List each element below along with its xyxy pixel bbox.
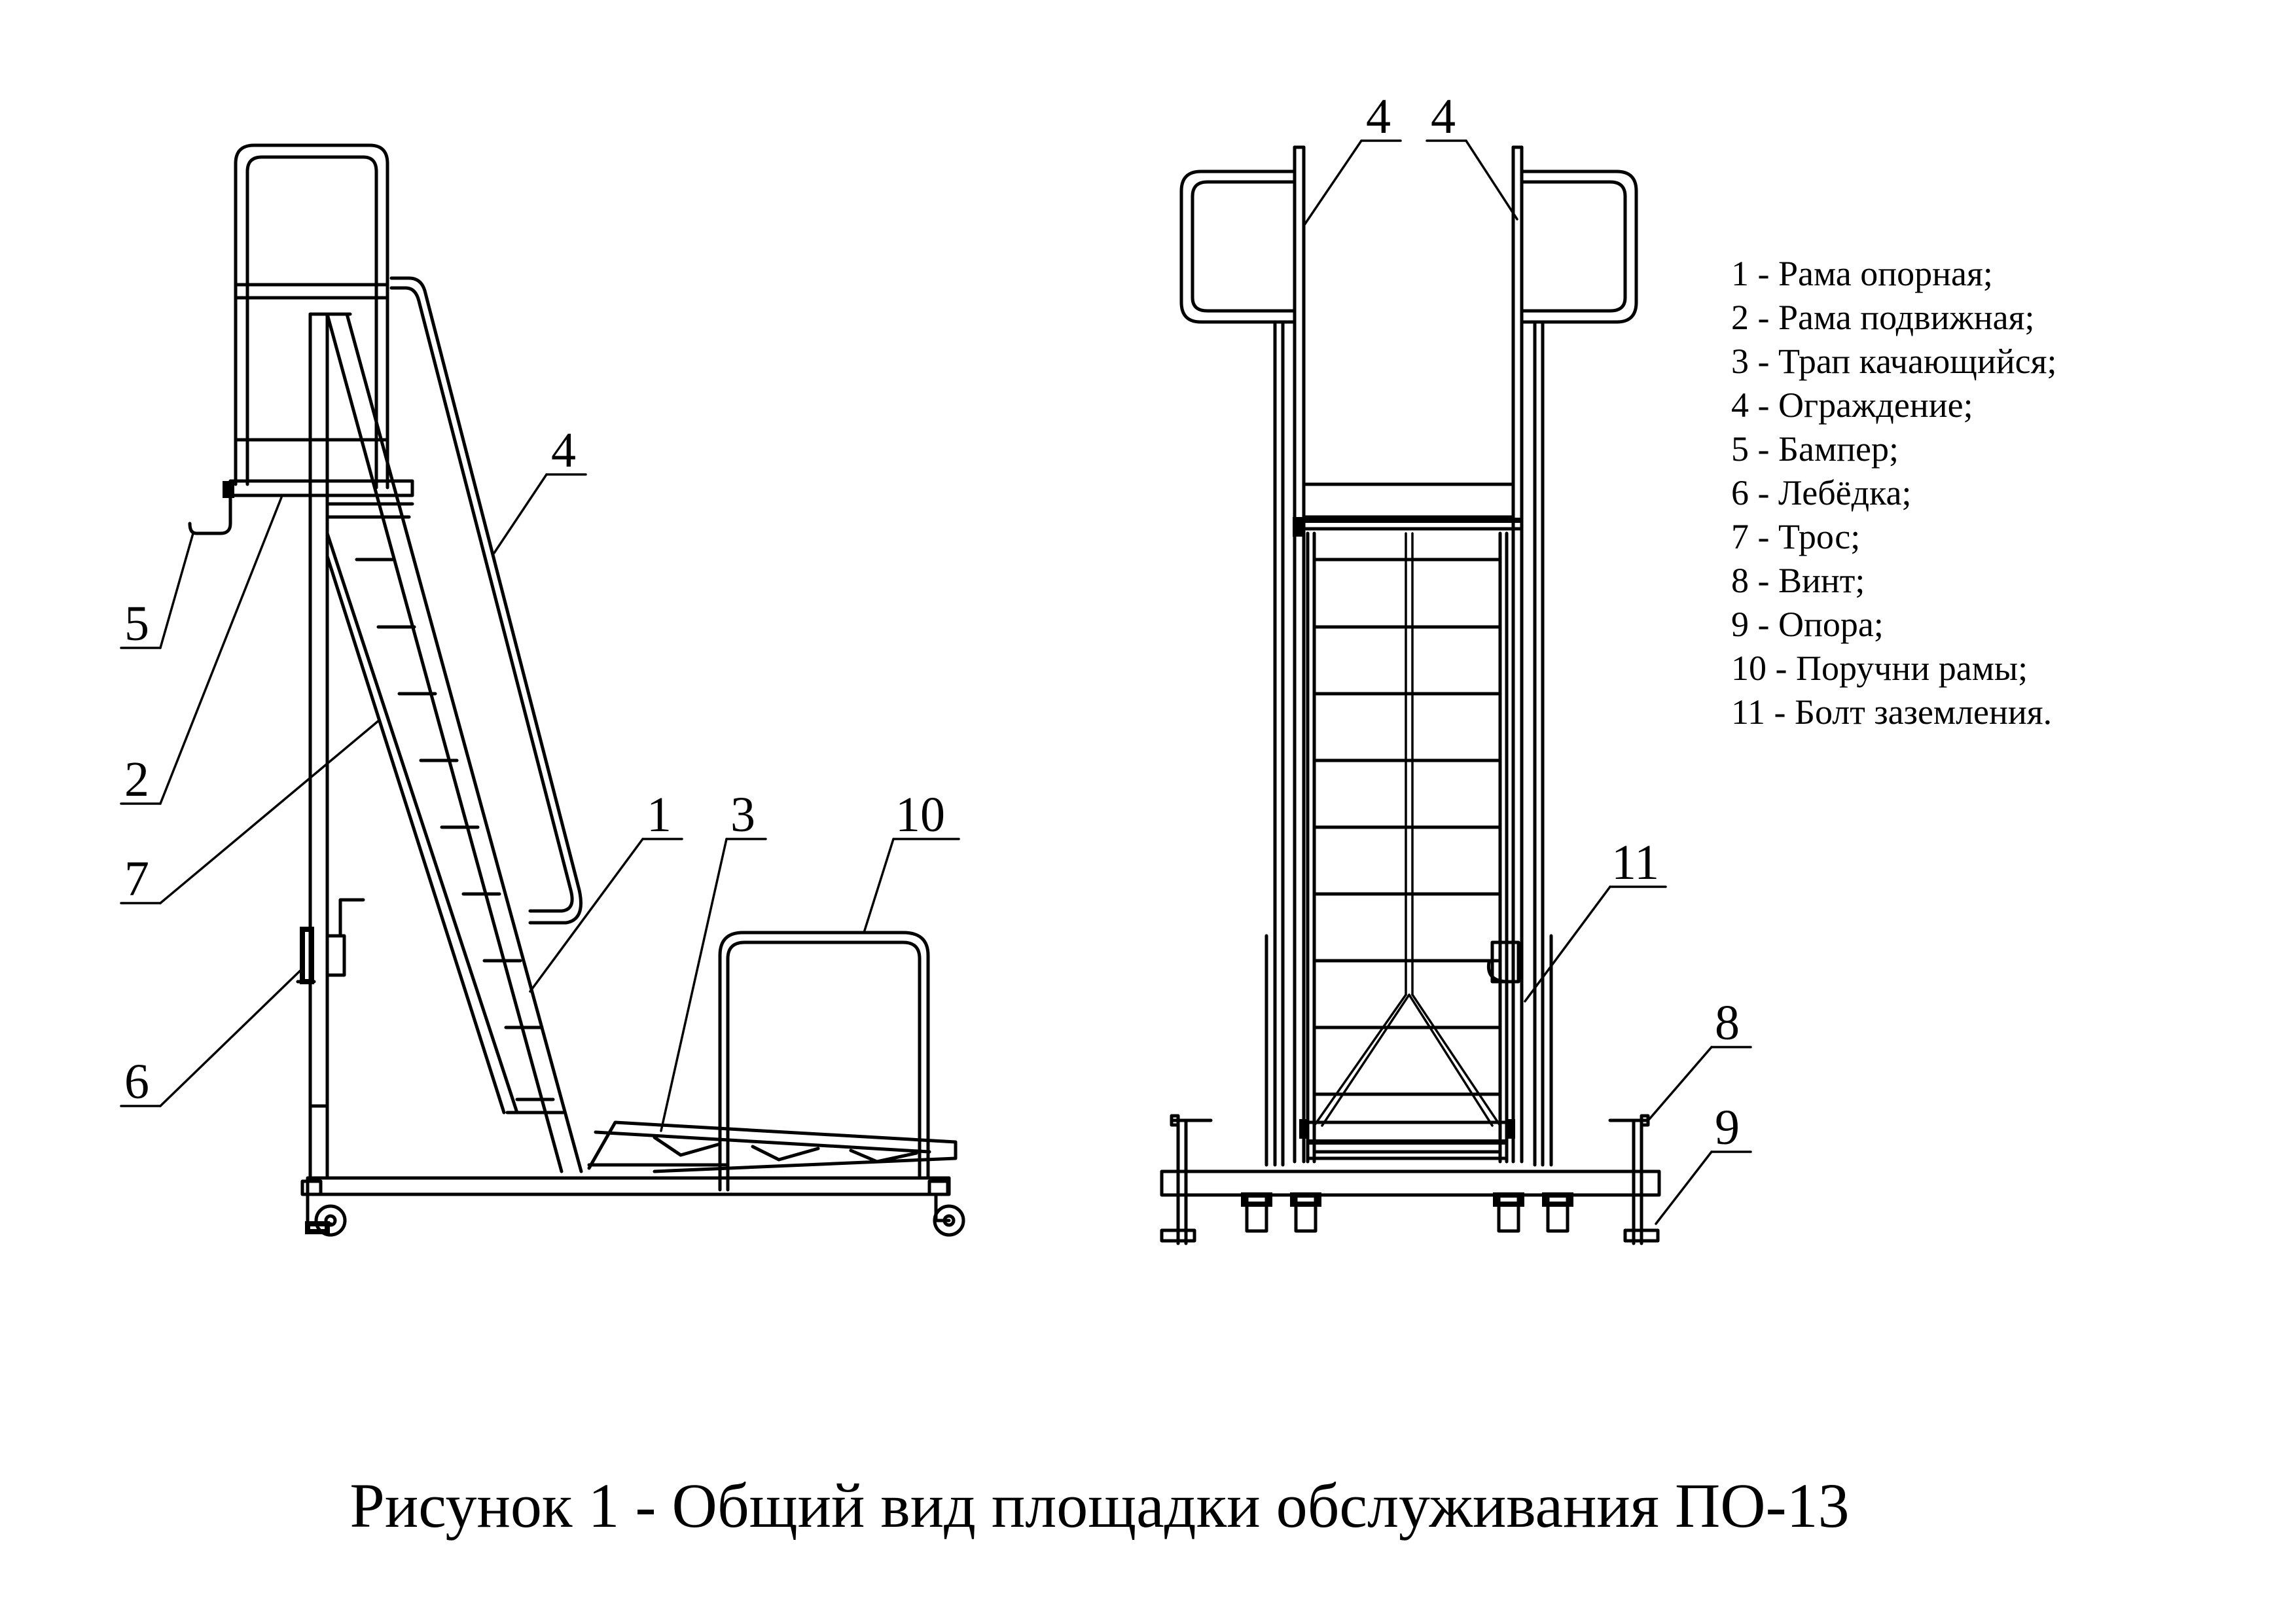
side-stair-steps [355,558,555,1101]
callout-11: 11 [1524,835,1667,1003]
side-frame-rails [718,931,930,1192]
legend-item: 2 - Рама подвижная; [1731,298,2035,337]
legend-item: 6 - Лебёдка; [1731,473,1912,512]
callout-2-label: 2 [124,752,149,807]
callout-4-front-right: 4 [1426,89,1518,221]
callout-9: 9 [1655,1100,1752,1225]
callout-2: 2 [120,496,283,807]
callout-4-side: 4 [493,423,587,554]
side-base-frame [306,1176,951,1196]
side-caster-left [300,1179,347,1237]
legend-item: 11 - Болт заземления. [1731,692,2053,732]
callouts: 5 2 7 6 4 1 3 [120,89,1752,1225]
callout-4-front-left: 4 [1302,89,1402,227]
callout-5: 5 [120,532,194,651]
legend-item: 3 - Трап качающийся; [1731,342,2057,381]
front-stair-steps [1312,558,1502,1096]
front-stair [1299,531,1515,1164]
callout-8: 8 [1648,995,1752,1120]
callout-3: 3 [660,787,767,1132]
callout-6-label: 6 [124,1054,149,1109]
side-gangway [587,1120,958,1173]
callout-1-label: 1 [647,787,672,842]
side-view [188,143,965,1237]
front-earthing-bolt [1486,940,1520,984]
legend-item: 1 - Рама опорная; [1731,254,1993,293]
callout-10-label: 10 [895,787,945,842]
callout-4-front-right-label: 4 [1431,89,1456,144]
side-caster-right [927,1179,965,1237]
callout-4-side-label: 4 [551,423,576,478]
front-base-frame [1160,1169,1661,1197]
legend-item: 10 - Поручни рамы; [1731,649,2028,688]
front-casters [1241,1192,1573,1233]
legend-item: 7 - Трос; [1731,517,1861,556]
front-view [1160,145,1661,1245]
callout-9-label: 9 [1715,1100,1740,1155]
side-bumper [188,481,234,535]
legend-item: 4 - Ограждение; [1731,385,1973,425]
front-guard-right [1511,145,1638,1164]
callout-8-label: 8 [1715,995,1740,1050]
callout-4-front-left-label: 4 [1366,89,1391,144]
front-screw-right [1608,1114,1660,1245]
side-winch [296,898,365,984]
callout-7: 7 [120,719,381,906]
callout-6: 6 [120,967,304,1109]
side-stair-handrail [389,276,583,925]
legend: 1 - Рама опорная; 2 - Рама подвижная; 3 … [1731,252,2056,734]
figure-caption: Рисунок 1 - Общий вид площадки обслужива… [350,1471,1850,1541]
callout-10: 10 [863,787,960,934]
callout-1: 1 [529,787,683,993]
front-platform [1293,482,1524,537]
legend-item: 5 - Бампер; [1731,429,1899,469]
callout-5-label: 5 [124,596,149,651]
legend-item: 8 - Винт; [1731,561,1865,600]
side-movable-frame [228,479,414,519]
side-columns [308,312,352,1180]
front-guard-left [1179,145,1306,1164]
callout-3-label: 3 [730,787,755,842]
callout-11-label: 11 [1611,835,1659,890]
legend-item: 9 - Опора; [1731,605,1884,644]
callout-7-label: 7 [124,851,149,906]
side-stair [325,312,583,1173]
front-columns [1265,320,1553,1167]
front-screw-left [1160,1114,1213,1245]
